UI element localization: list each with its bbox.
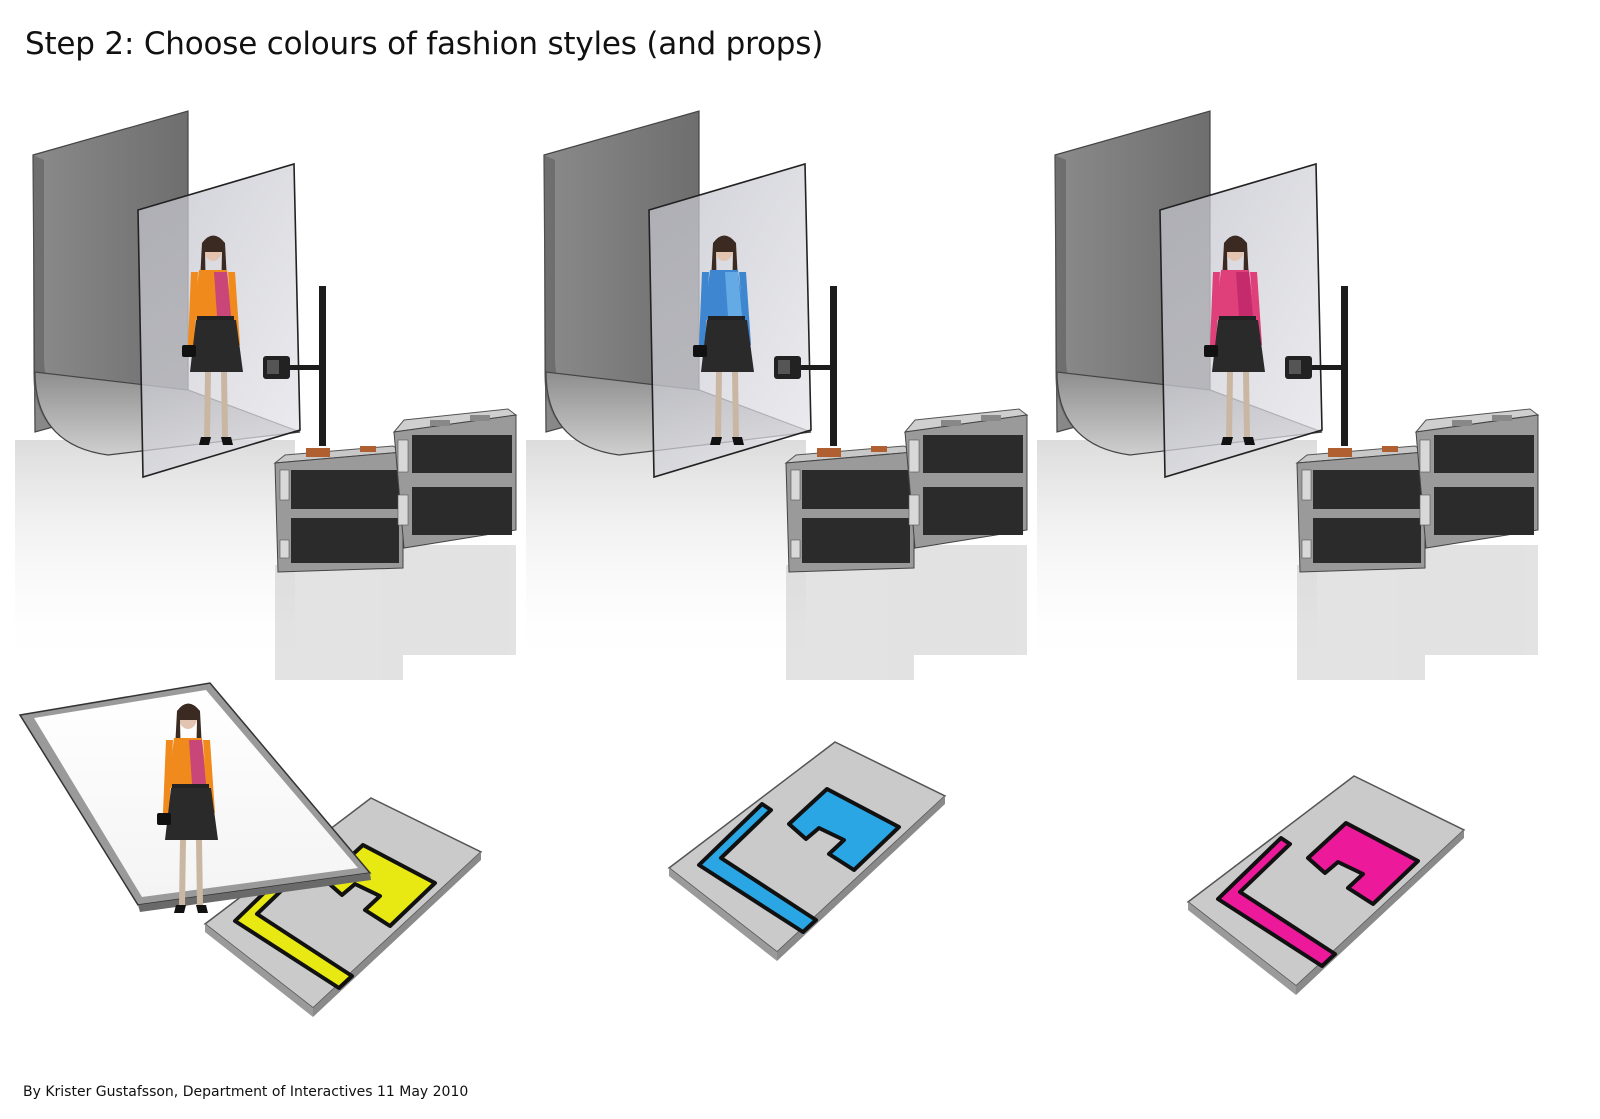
photo-card (18, 682, 372, 913)
booth-yellow-variant (14, 110, 517, 681)
credit-line: By Krister Gustafsson, Department of Int… (23, 1084, 469, 1100)
booth-magenta-variant (1036, 110, 1539, 681)
marker-blue (667, 740, 947, 963)
page-title: Step 2: Choose colours of fashion styles… (25, 26, 824, 62)
marker-magenta (1186, 774, 1466, 997)
booth-blue-variant (525, 110, 1028, 681)
